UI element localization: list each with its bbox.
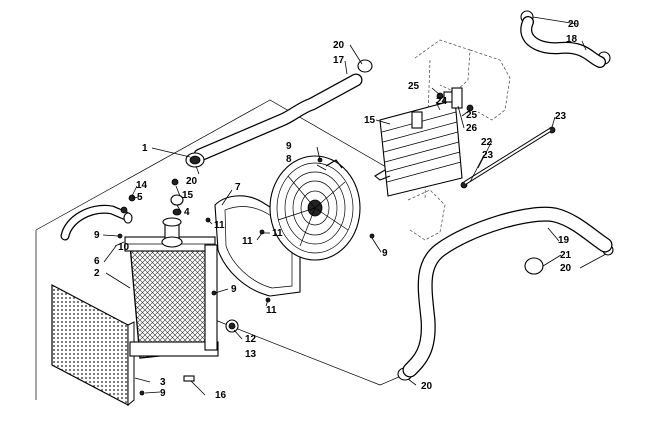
callout-22: 22 <box>481 137 493 148</box>
callout-9-fan-top: 9 <box>286 141 292 152</box>
callout-6: 6 <box>94 256 100 267</box>
radiator-cap <box>170 194 184 216</box>
callout-9-left: 9 <box>94 230 100 241</box>
callout-19: 19 <box>558 235 570 246</box>
callout-11-fan: 11 <box>242 236 253 247</box>
callout-23-left: 23 <box>482 150 494 161</box>
callout-18: 18 <box>566 34 578 45</box>
callout-25-left: 25 <box>408 81 420 92</box>
callout-labels: 1 2 3 4 5 6 7 8 9 9 9 9 9 10 11 11 11 11… <box>94 19 580 401</box>
callout-9-screen: 9 <box>160 388 166 399</box>
callout-7: 7 <box>235 182 241 193</box>
radiator-screen <box>51 284 135 407</box>
callout-17: 17 <box>333 55 345 66</box>
leader-lines <box>102 16 607 396</box>
callout-25-right: 25 <box>466 110 478 121</box>
callout-26: 26 <box>466 123 478 134</box>
callout-20-left: 20 <box>186 176 198 187</box>
clamp-ring <box>524 257 544 275</box>
oil-cooler <box>374 91 463 197</box>
cooler-hose <box>520 16 606 68</box>
callout-11-mid: 11 <box>272 228 283 239</box>
callout-10: 10 <box>118 242 130 253</box>
callout-9-radiator: 9 <box>231 284 237 295</box>
upper-hose <box>193 73 363 162</box>
hose-clamps <box>185 10 614 381</box>
callout-20-bottom: 20 <box>421 381 433 392</box>
callout-9-fan-right: 9 <box>382 248 388 259</box>
callout-12: 12 <box>245 334 257 345</box>
radiator <box>124 217 219 359</box>
callout-16: 16 <box>215 390 227 401</box>
callout-21: 21 <box>560 250 572 261</box>
assembly-outline <box>35 99 421 400</box>
cooler-pipe <box>463 128 552 185</box>
fasteners <box>117 87 556 396</box>
callout-24: 24 <box>436 96 448 107</box>
overflow-hose <box>60 204 133 241</box>
callout-23-right: 23 <box>555 111 567 122</box>
small-parts <box>183 319 239 382</box>
callout-8: 8 <box>286 154 292 165</box>
callout-1: 1 <box>142 143 148 154</box>
callout-20-topright: 20 <box>568 19 580 30</box>
cooling-fan <box>269 155 361 261</box>
callout-5: 5 <box>137 192 143 203</box>
callout-13: 13 <box>245 349 257 360</box>
callout-15-cooler: 15 <box>364 115 376 126</box>
callout-4: 4 <box>184 207 190 218</box>
callout-3: 3 <box>160 377 166 388</box>
callout-11-shroud: 11 <box>214 220 225 231</box>
callout-15-cap: 15 <box>182 190 194 201</box>
callout-11-bottom: 11 <box>266 305 277 316</box>
callout-20-upper: 20 <box>333 40 345 51</box>
lower-hose <box>402 206 613 378</box>
callout-2: 2 <box>94 268 100 279</box>
callout-20-right: 20 <box>560 263 572 274</box>
callout-14: 14 <box>136 180 148 191</box>
